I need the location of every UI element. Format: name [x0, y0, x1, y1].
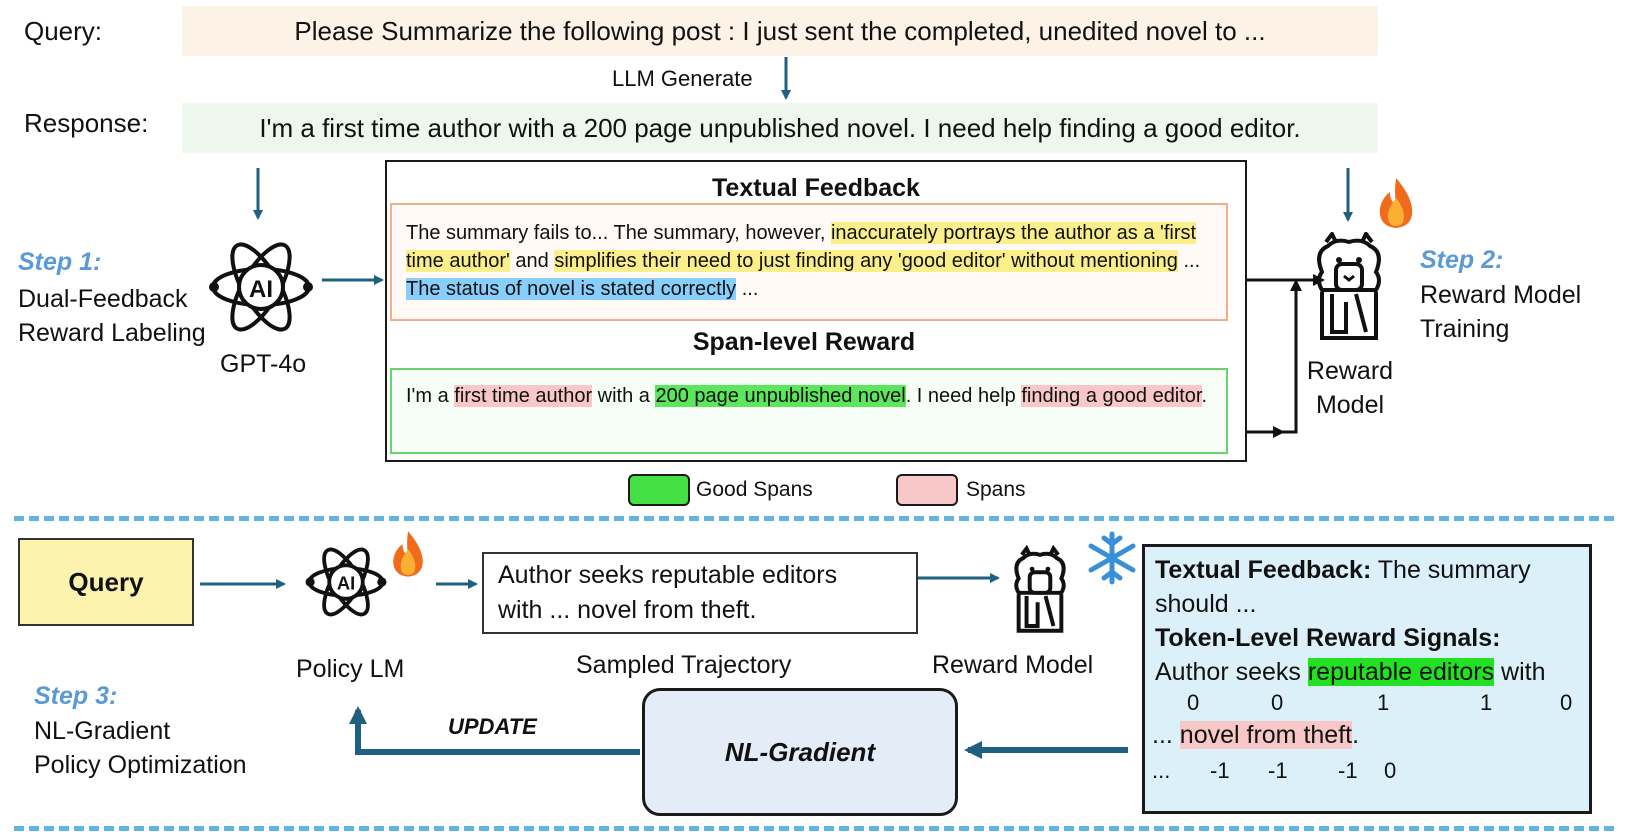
token-reward-6: -1 — [1210, 758, 1230, 783]
policy-lm-label: Policy LM — [296, 655, 405, 683]
token-reward-1: 0 — [1187, 690, 1200, 715]
panel-token-label: Token-Level Reward Signals: — [1155, 624, 1501, 652]
llm-generate-label: LLM Generate — [612, 66, 753, 91]
textual-feedback-box: The summary fails to... The summary, how… — [390, 203, 1228, 321]
token-reward-2: 0 — [1271, 690, 1284, 715]
query-box: Query — [18, 538, 194, 626]
panel-trajectory-line-1: Author seeks reputable editors with — [1155, 658, 1546, 686]
step2-line1: Reward Model — [1420, 281, 1582, 309]
sr-plain-3: . I need help — [905, 385, 1022, 407]
fb-plain-3: ... — [1177, 250, 1201, 272]
legend-bad-label: Spans — [966, 478, 1026, 501]
sr-bad-span-1: first time author — [454, 385, 593, 407]
gpt4o-icon: AI — [206, 232, 316, 342]
step3-line1: NL-Gradient — [34, 717, 171, 745]
sr-bad-span-2: finding a good editor — [1021, 385, 1202, 407]
response-text: I'm a first time author with a 200 page … — [182, 103, 1378, 153]
reward-feedback-panel: Textual Feedback: The summary should ...… — [1142, 544, 1592, 814]
legend-bad-swatch — [896, 474, 958, 506]
sr-plain-4: . — [1201, 385, 1208, 407]
llama-reward-icon-top — [1306, 230, 1392, 346]
fire-icon-policy — [388, 528, 428, 580]
fb-highlight-2: simplifies their need to just finding an… — [554, 250, 1178, 272]
policy-lm-icon: AI — [304, 540, 388, 624]
token-reward-8: -1 — [1338, 758, 1358, 783]
panel-dots: ... — [1152, 758, 1171, 783]
separator-top — [14, 516, 1614, 521]
llama-reward-icon-bottom — [1006, 544, 1074, 640]
token-reward-9: 0 — [1384, 758, 1397, 783]
fb-plain-2: and — [509, 250, 555, 272]
step1-line1: Dual-Feedback — [18, 285, 188, 313]
dual-feedback-box — [385, 160, 1247, 462]
legend-good-label: Good Spans — [696, 478, 813, 501]
trajectory-line-2: with ... novel from theft. — [498, 596, 757, 624]
reward-model-label-2: Model — [1315, 391, 1385, 419]
query-label: Query: — [24, 16, 103, 46]
token-reward-3: 1 — [1377, 690, 1390, 715]
token-reward-4: 1 — [1480, 690, 1493, 715]
step1-line2: Reward Labeling — [18, 319, 206, 347]
update-label: UPDATE — [448, 714, 537, 739]
separator-bottom — [14, 826, 1614, 831]
fb-plain-4: ... — [736, 278, 759, 300]
svg-text:AI: AI — [249, 276, 273, 303]
trajectory-line-1: Author seeks reputable editors — [498, 561, 838, 589]
fb-plain-1: The summary fails to... The summary, how… — [406, 222, 831, 244]
fire-icon-top — [1374, 176, 1418, 230]
gpt4o-label: GPT-4o — [220, 350, 307, 378]
step1-title: Step 1: — [18, 248, 102, 276]
panel-textual-feedback: Textual Feedback: The summary should ... — [1155, 556, 1531, 618]
step3-title: Step 3: — [34, 682, 118, 710]
arrow-span-to-rm — [1247, 279, 1302, 434]
query-text: Please Summarize the following post : I … — [182, 6, 1378, 56]
token-reward-7: -1 — [1268, 758, 1288, 783]
sampled-trajectory-box: Author seeks reputable editors with ... … — [482, 552, 918, 634]
sampled-trajectory-label: Sampled Trajectory — [576, 651, 792, 679]
legend-good-swatch — [628, 474, 690, 506]
response-label: Response: — [24, 108, 149, 138]
panel-trajectory-line-2: ... novel from theft. — [1152, 721, 1360, 749]
svg-text:AI: AI — [337, 573, 355, 594]
sr-plain-1: I'm a — [406, 385, 455, 407]
sr-good-span-1: 200 page unpublished novel — [655, 385, 906, 407]
token-reward-5: 0 — [1560, 690, 1573, 715]
reward-model-label-bottom: Reward Model — [932, 651, 1094, 679]
snowflake-icon — [1084, 530, 1140, 586]
textual-feedback-title: Textual Feedback — [712, 174, 920, 202]
step2-title: Step 2: — [1420, 246, 1504, 274]
span-reward-title: Span-level Reward — [692, 328, 916, 356]
sr-plain-2: with a — [592, 385, 656, 407]
reward-model-label-1: Reward — [1306, 357, 1394, 385]
nl-gradient-box: NL-Gradient — [642, 688, 958, 816]
span-reward-box: I'm a first time author with a 200 page … — [390, 368, 1228, 454]
step3-line2: Policy Optimization — [34, 751, 247, 779]
fb-highlight-3: The status of novel is stated correctly — [406, 278, 737, 300]
step2-line2: Training — [1420, 315, 1510, 343]
